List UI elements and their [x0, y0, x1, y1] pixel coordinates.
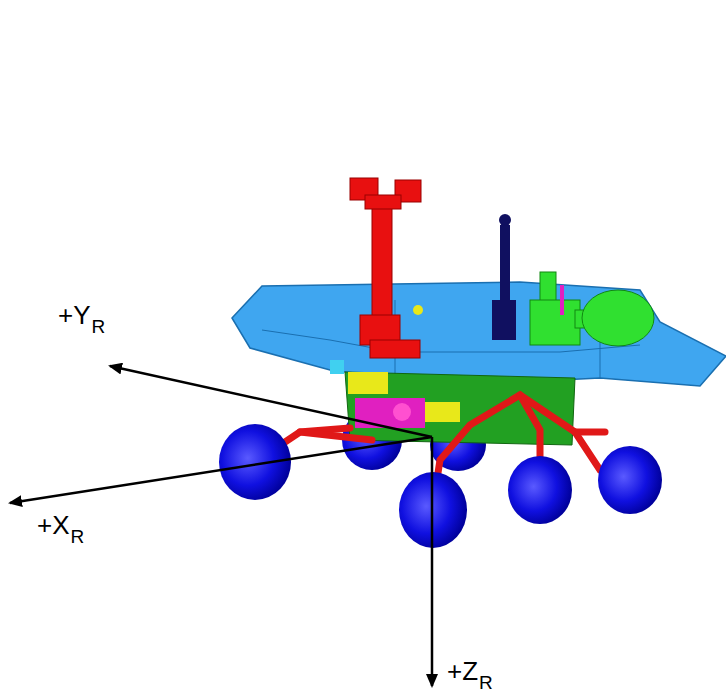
- axis-label: +Z: [447, 658, 478, 684]
- solar-deck: [232, 282, 726, 386]
- antenna-assembly: [530, 272, 654, 346]
- camera-mast: [492, 214, 516, 340]
- axis-subscript: R: [71, 527, 85, 546]
- robotic-arm: [350, 178, 421, 358]
- sensor: [413, 305, 423, 315]
- axis-subscript: R: [479, 673, 493, 692]
- axis-label: +Y: [58, 302, 91, 328]
- coordinate-axes: [10, 366, 432, 686]
- wheels-front: [219, 424, 662, 548]
- axis-label: +X: [37, 512, 70, 538]
- axis-subscript: R: [92, 317, 106, 336]
